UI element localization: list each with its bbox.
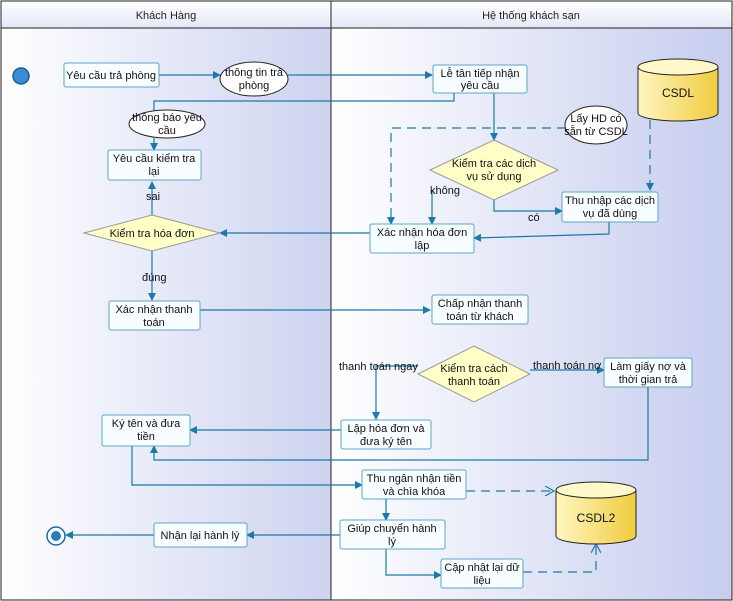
action-collect-services: Thu nhập các dịch vụ đã dùng <box>561 191 659 223</box>
database-csdl2: CSDL2 <box>555 481 637 545</box>
lane-title-hotel: Hệ thống khách sạn <box>482 10 580 22</box>
edge-label-co: có <box>528 212 540 224</box>
edge-label-sai: sai <box>146 191 160 203</box>
object-room-info: thông tin trả phòng <box>219 61 289 97</box>
node-label-db2: CSDL2 <box>577 511 616 525</box>
decision-check-invoice: Kiểm tra hóa đơn <box>82 214 222 252</box>
initial-node <box>12 67 30 85</box>
action-reception: Lễ tân tiếp nhận yêu cầu <box>432 64 528 94</box>
edge-check-services-yes <box>493 198 563 215</box>
node-label-return-luggage: Nhận lại hành lý <box>161 530 240 542</box>
node-label-confirm-payment-1: Xác nhận thanh <box>115 304 192 316</box>
action-confirm-payment: Xác nhận thanh toán <box>108 300 201 331</box>
edge-pay-now <box>372 365 418 420</box>
node-label-notify-1: thông báo yêu <box>132 112 202 124</box>
action-request-check: Yêu cầu kiểm tra lại <box>107 149 202 181</box>
node-label-make-debt-2: thời gian trả <box>619 374 678 386</box>
node-label-check-method-2: thanh toán <box>448 376 500 388</box>
action-help-move: Giúp chuyển hành lý <box>339 519 446 550</box>
node-label-reception-2: yêu cầu <box>461 80 500 92</box>
edges <box>65 71 649 579</box>
node-label-update-data-2: liệu <box>473 575 490 587</box>
action-return-luggage: Nhận lại hành lý <box>153 522 248 548</box>
node-label-sign-pay-1: Ký tên và đưa <box>112 418 181 430</box>
action-accept-payment: Chấp nhận thanh toán từ khách <box>431 294 529 325</box>
node-label-help-move-1: Giúp chuyển hành <box>347 523 436 535</box>
node-label-db1: CSDL <box>662 86 694 100</box>
node-label-check-invoice: Kiểm tra hóa đơn <box>110 228 195 240</box>
node-label-request-check-2: lại <box>148 166 159 178</box>
node-label-collect-1: Thu nhập các dịch <box>565 195 655 207</box>
node-label-get-invoice-2: sẵn từ CSDL <box>564 125 628 138</box>
edge-help-to-update <box>385 549 442 579</box>
action-make-debt: Làm giấy nợ và thời gian trả <box>603 357 693 388</box>
node-label-cashier-2: và chìa khóa <box>383 486 446 498</box>
node-label-update-data-1: Cập nhật lại dữ <box>444 562 520 574</box>
action-update-data: Cập nhật lại dữ liệu <box>440 558 524 589</box>
action-cashier: Thu ngân nhận tiền và chìa khóa <box>361 469 467 500</box>
node-label-confirm-invoice-2: lập <box>415 240 430 252</box>
node-label-make-debt-1: Làm giấy nợ và <box>610 361 687 373</box>
node-label-help-move-2: lý <box>388 536 396 548</box>
edge-reception-to-notify <box>153 93 455 112</box>
edge-label-pay-debt: thanh toán nợ <box>533 360 601 372</box>
node-label-check-method-1: Kiểm tra cách <box>440 363 507 375</box>
node-label-sign-pay-2: tiền <box>137 431 155 443</box>
lane-title-customer: Khách Hàng <box>136 10 197 22</box>
edge-label-khong: không <box>430 185 460 197</box>
decision-check-services: Kiểm tra các dịch vụ sử dụng <box>428 139 560 201</box>
object-get-invoice: Lấy HD có sẵn từ CSDL <box>564 105 628 145</box>
node-label-notify-2: cầu <box>158 125 176 137</box>
edge-collect-to-confirm <box>473 222 610 242</box>
node-label-request-checkout: Yêu cầu trả phòng <box>66 70 156 82</box>
node-label-make-invoice-1: Lập hóa đơn và <box>348 423 426 435</box>
decision-check-method: Kiểm tra cách thanh toán <box>416 345 532 403</box>
edge-debt-to-sign <box>150 386 649 461</box>
node-label-collect-2: vụ đã dùng <box>583 208 637 220</box>
node-label-confirm-payment-2: toán <box>143 317 164 329</box>
node-label-get-invoice-1: Lấy HD có <box>570 113 621 125</box>
action-request-checkout: Yêu cầu trả phòng <box>63 62 160 88</box>
edge-sign-to-cashier <box>131 446 363 489</box>
node-label-reception-1: Lễ tân tiếp nhận <box>441 67 520 80</box>
node-label-room-info-1: thông tin trả <box>225 67 284 79</box>
node-label-cashier-1: Thu ngân nhận tiền <box>367 473 462 485</box>
node-label-make-invoice-2: đưa ký tên <box>360 436 412 448</box>
final-node <box>46 526 66 546</box>
action-sign-pay: Ký tên và đưa tiền <box>101 414 191 447</box>
action-confirm-invoice: Xác nhận hóa đơn lập <box>369 223 475 254</box>
database-csdl: CSDL <box>637 58 719 122</box>
edge-label-dung: đúng <box>142 272 166 284</box>
flow-update-to-db2 <box>523 544 596 573</box>
node-label-check-services-1: Kiểm tra các dịch <box>452 158 536 170</box>
node-label-accept-payment-2: toán từ khách <box>446 311 513 323</box>
node-label-room-info-2: phòng <box>239 80 270 92</box>
object-notify-request: thông báo yêu cầu <box>128 109 206 139</box>
node-label-confirm-invoice-1: Xác nhận hóa đơn <box>377 227 467 239</box>
node-label-check-services-2: vụ sử dụng <box>466 171 521 183</box>
data-flows <box>387 120 654 573</box>
node-label-accept-payment-1: Chấp nhận thanh <box>438 298 522 310</box>
edge-label-pay-now: thanh toán ngay <box>339 361 418 373</box>
action-make-invoice: Lập hóa đơn và đưa ký tên <box>340 419 432 450</box>
node-label-request-check-1: Yêu cầu kiểm tra <box>113 153 196 165</box>
